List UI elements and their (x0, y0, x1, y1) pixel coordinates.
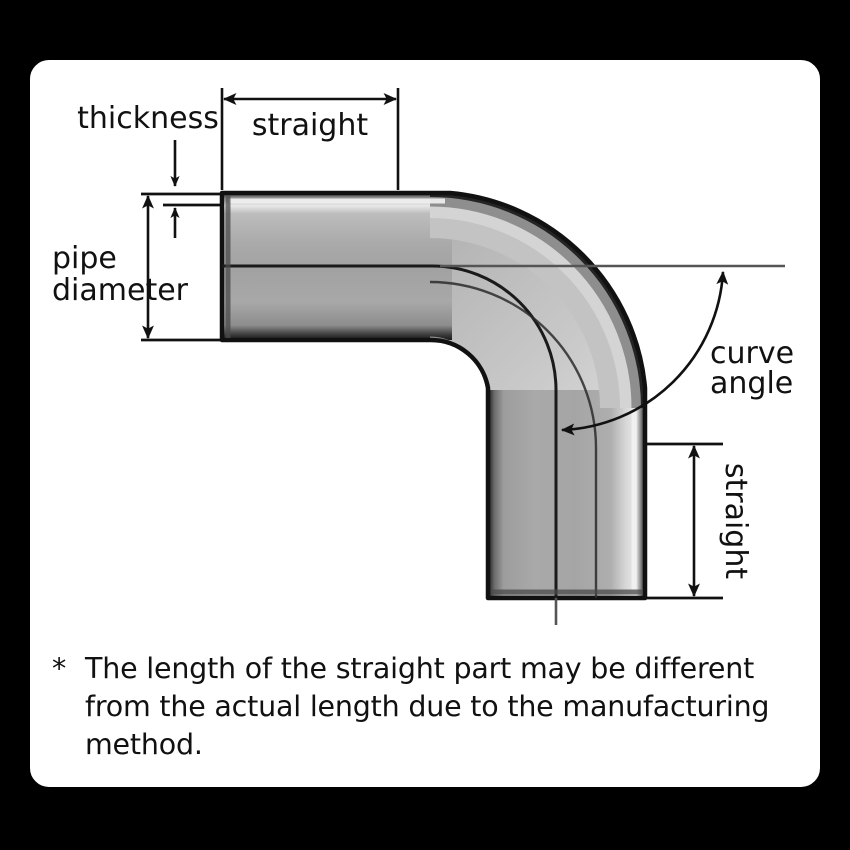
footnote-marker: * (52, 652, 67, 685)
pipe-wall-centerline (222, 264, 558, 598)
pipe-elbow-body (219, 190, 648, 601)
pipe-diameter-label-line2: diameter (52, 273, 189, 308)
straight-horizontal-label: straight (252, 108, 369, 143)
curve-angle-label-line2: angle (710, 366, 793, 401)
thickness-label: thickness (77, 101, 219, 136)
pipe-diameter-label-line1: pipe (52, 241, 117, 276)
dimension-pipe-diameter: pipe diameter (52, 194, 222, 342)
dimension-thickness: thickness (77, 101, 222, 238)
curve-angle-arc (560, 270, 729, 436)
curve-angle-label-line1: curve (710, 336, 794, 371)
dimension-straight-vertical: straight (645, 442, 753, 600)
dimension-straight-horizontal: straight (220, 88, 400, 190)
footnote-text: The length of the straight part may be d… (85, 652, 770, 761)
straight-vertical-label: straight (718, 463, 753, 580)
dimension-curve-angle: curve angle (560, 270, 794, 436)
pipe-vertical-leg (488, 390, 645, 598)
footnote: * The length of the straight part may be… (52, 650, 802, 764)
